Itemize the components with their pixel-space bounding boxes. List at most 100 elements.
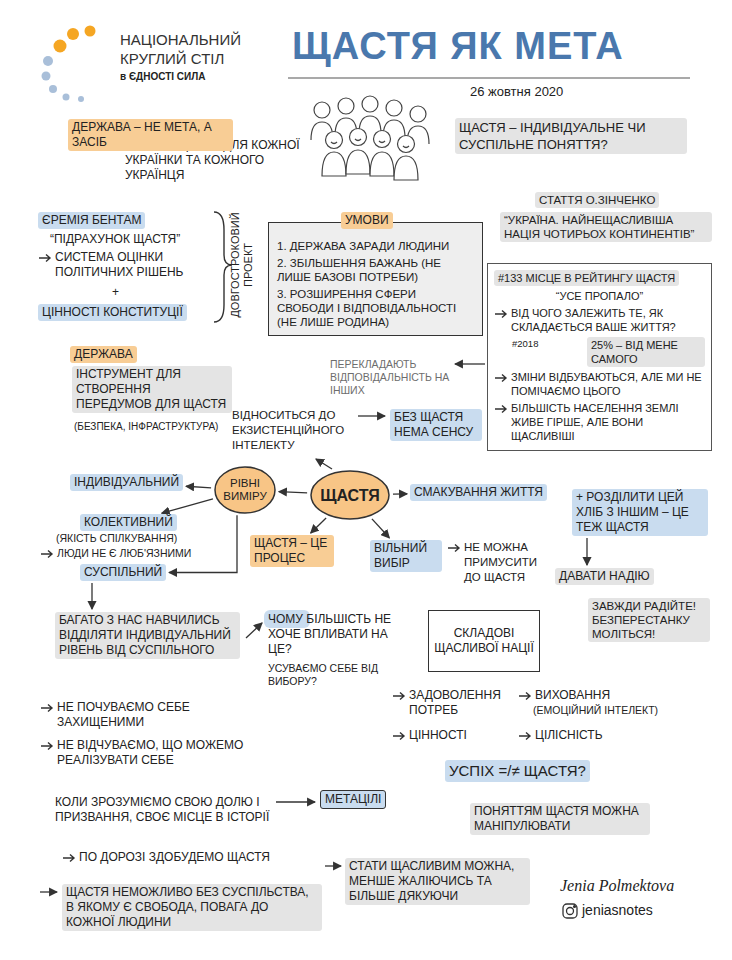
node-text: ПОНЯТТЯМ ЩАСТЯ МОЖНА МАНІПУЛЮВАТИ [474,804,646,834]
quote-text: “ПІДРАХУНОК ЩАСТЯ” [50,232,180,247]
title-underline [288,77,690,78]
question-band: УСПІХ =/≠ ЩАСТЯ? [445,760,590,782]
node-text: ЗАВЖДИ РАДІЙТЕ! БЕЗПЕРЕСТАНКУ МОЛІТЬСЯ! [592,599,706,641]
note-text: НЕ ВІДЧУВАЄМО, ЩО МОЖЕМО РЕАЛІЗУВАТИ СЕБ… [40,738,255,768]
person-head [314,102,330,118]
node-text: ІНДИВІДУАЛЬНИЙ [74,475,179,490]
note-band: ЩАСТЯ НЕМОЖЛИВО БЕЗ СУСПІЛЬСТВА, В ЯКОМУ… [62,884,322,931]
aspect-band: ВІЛЬНИЙ ВИБІР [370,540,442,572]
node-text: РІВНІ ВИМІРУ [219,477,271,503]
logo-dot [43,56,53,66]
org-name: НАЦІОНАЛЬНИЙ КРУГЛИЙ СТІЛ [120,30,290,68]
node-text: СКЛАДОВІ ЩАСЛИВОЇ НАЦІЇ [433,626,535,656]
person-smiles [331,139,409,148]
level-band: КОЛЕКТИВНИЙ [80,514,177,531]
person-head [374,131,391,148]
leader-arrow [455,363,485,364]
node-text: 2. ЗБІЛЬШЕННЯ БАЖАНЬ (НЕ ЛИШЕ БАЗОВІ ПОТ… [277,256,474,284]
icon-lens [567,908,574,915]
node-text: ЄРЕМІЯ БЕНТАМ [42,213,141,228]
note-text: НЕ ПОЧУВАЄМО СЕБЕ ЗАХИЩЕНИМИ [40,700,255,730]
leader-arrow [358,415,385,416]
question-text: УСУВАЄМО СЕБЕ ВІД ВИБОРУ? [268,662,393,688]
leader-arrow [325,865,341,866]
signature: Jenia Polmektova [560,876,674,896]
connector-arrow [186,486,211,488]
node-text: “УКРАЇНА. НАЙНЕЩАСЛИВІША НАЦІЯ ЧОТИРЬОХ … [504,213,708,241]
person-head [398,136,415,153]
plus-sign: + [112,285,119,300]
node-text: БЕЗ ЩАСТЯ НЕМА СЕНСУ [394,410,478,440]
leader-arrow [246,623,262,638]
node-text: 1. ДЕРЖАВА ЗАРАДИ ЛЮДИНИ [277,239,474,253]
node-text: МЕТАЦІЛІ [325,792,381,807]
node-text: + РОЗДІЛИТИ ЦЕЙ ХЛІБ З ІНШИМ – ЦЕ ТЕЖ ЩА… [576,490,704,535]
value-band: ЦІННОСТІ КОНСТИТУЦІЇ [38,304,187,321]
node-text: КОЛЕКТИВНИЙ [84,515,173,530]
heading-band: УМОВИ [341,212,393,229]
components-box: СКЛАДОВІ ЩАСЛИВОЇ НАЦІЇ [428,610,540,672]
note-text: НЕ МОЖНА ПРИМУСИТИ ДО ЩАСТЯ [447,540,549,585]
levels-ellipse: РІВНІ ВИМІРУ [214,466,276,514]
note-text: КОЛИ ЗРОЗУМІЄМО СВОЮ ДОЛЮ І ПРИЗВАННЯ, С… [55,795,270,825]
note-text: (БЕЗПЕКА, ІНФРАСТРУКТУРА) [74,420,218,433]
connector-arrow [169,515,237,572]
aspect-band: СМАКУВАННЯ ЖИТТЯ [410,484,547,501]
question-band: ЩАСТЯ – ІНДИВІДУАЛЬНЕ ЧИ СУСПІЛЬНЕ ПОНЯТ… [455,118,687,154]
center-ellipse: ЩАСТЯ [310,470,390,520]
node-text: СТАТТЯ О.ЗІНЧЕНКО [539,193,655,207]
level-band: СУСПІЛЬНИЙ [80,564,166,581]
person-body [370,152,394,176]
article-band: “УКРАЇНА. НАЙНЕЩАСЛИВІША НАЦІЯ ЧОТИРЬОХ … [500,212,712,242]
instagram-icon [563,904,577,918]
person-body [346,150,370,174]
node-text: ЦІННОСТІ КОНСТИТУЦІЇ [42,305,183,320]
node-text: ЗМІНИ ВІДБУВАЮТЬСЯ, АЛЕ МИ НЕ ПОМІЧАЄМО … [494,370,705,398]
node-text: ЩАСТЯ – ІНДИВІДУАЛЬНЕ ЧИ СУСПІЛЬНЕ ПОНЯТ… [459,119,683,153]
node-text: “УСЕ ПРОПАЛО” [556,289,643,303]
crowd-illustration [311,96,429,180]
node-text: УСПІХ =/≠ ЩАСТЯ? [449,761,586,781]
leader-arrow [40,891,57,892]
logo-dot [63,94,70,101]
goal-band: МЕТАЦІЛІ [320,790,386,809]
conditions-box: 1. ДЕРЖАВА ЗАРАДИ ЛЮДИНИ 2. ЗБІЛЬШЕННЯ БА… [268,222,483,336]
note-band: СТАТИ ЩАСЛИВИМ МОЖНА, МЕНШЕ ЖАЛІЮЧИСЬ ТА… [345,858,530,905]
person-head [326,132,343,149]
node-text: УМОВИ [345,213,389,228]
node-text: 3. РОЗШИРЕННЯ СФЕРИ СВОБОДИ І ВІДПОВІДАЛ… [277,287,474,329]
leader-arrow [276,801,315,802]
connector-arrow [162,499,213,513]
logo-dots [42,26,96,103]
list-item: ЦІЛІСНІСТЬ [518,728,603,743]
node-text: 25% – ВІД МЕНЕ САМОГО [591,338,701,366]
rotated-note: ДОВГОСТРОКОВИЙ ПРОЕКТ [229,206,255,324]
node-text: ВІЛЬНИЙ ВИБІР [374,541,438,571]
ellipse-shape [215,467,275,513]
handle-text: jeniasnotes [582,902,653,919]
person-head [386,100,402,116]
note-text: ЛЮДИ НЕ Є ЛЮБ'ЯЗНИМИ [40,547,191,560]
note-text: ПО ДОРОЗІ ЗДОБУДЕМО ЩАСТЯ [62,850,270,865]
icon-dot [574,906,576,908]
logo-dot [54,40,67,53]
person-head [410,106,426,122]
process-band: ЩАСТЯ – ЦЕ ПРОЦЕС [250,535,334,567]
aspect-band: + РОЗДІЛИТИ ЦЕЙ ХЛІБ З ІНШИМ – ЦЕ ТЕЖ ЩА… [572,489,708,536]
icon-frame [563,904,577,918]
hope-band: ДАВАТИ НАДІЮ [555,568,654,585]
node-text: ЩАСТЯ [320,486,380,505]
node-text: СТАТИ ЩАСЛИВИМ МОЖНА, МЕНШЕ ЖАЛІЮЧИСЬ ТА… [349,859,526,904]
connector-arrow [586,538,587,565]
logo-dot [67,28,79,40]
connector-arrow [279,492,307,493]
note-band: ПОНЯТТЯМ ЩАСТЯ МОЖНА МАНІПУЛЮВАТИ [470,803,650,835]
connector-arrow [91,583,92,609]
node-text: ВІД ЧОГО ЗАЛЕЖИТЬ ТЕ, ЯК СКЛАДАЄТЬСЯ ВАШ… [494,306,705,334]
ellipse-shape [311,471,389,519]
connector-arrow [372,519,389,538]
question-text: ЧОМУ БІЛЬШІСТЬ НЕ ХОЧЕ ВПЛИВАТИ НА ЦЕ? [268,612,403,657]
rank-band: #133 МІСЦЕ В РЕЙТИНГУ ЩАСТЯ [494,270,679,286]
node-text: ЩАСТЯ – ЦЕ ПРОЦЕС [254,536,330,566]
